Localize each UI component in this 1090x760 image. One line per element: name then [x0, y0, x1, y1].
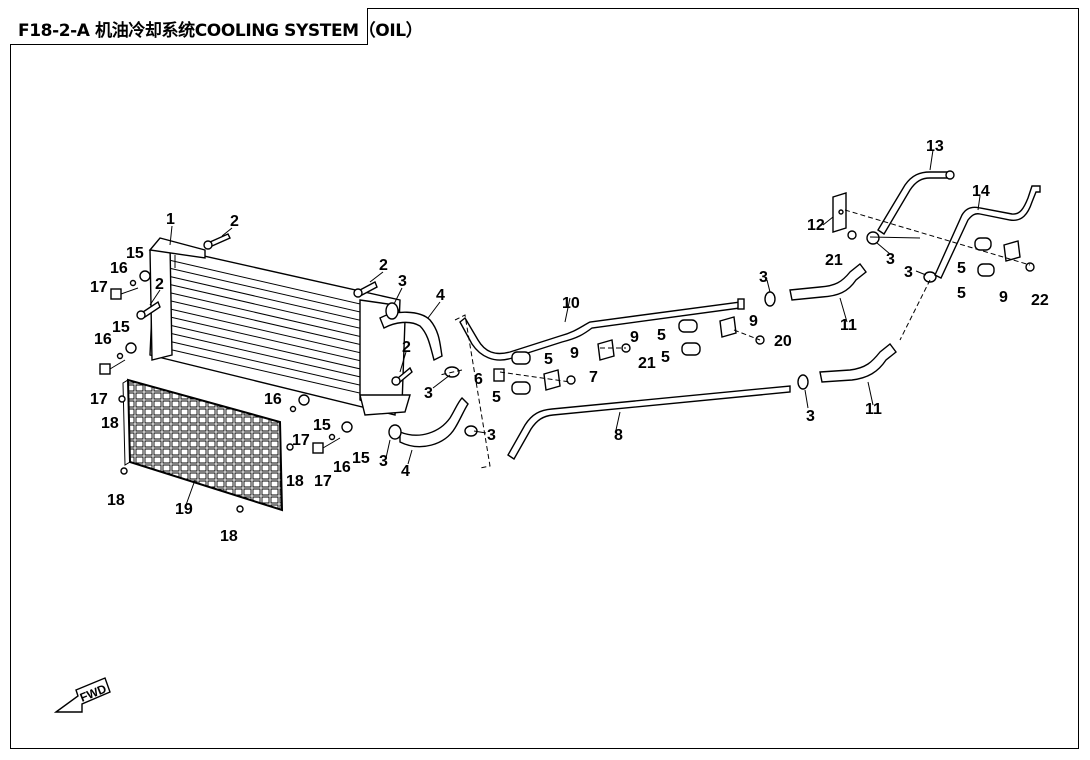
bolt-17-c [312, 437, 341, 454]
callout-2: 2 [379, 257, 388, 274]
hose-4-upper [379, 311, 443, 362]
callout-15: 15 [352, 450, 370, 467]
callout-9: 9 [999, 289, 1008, 306]
callout-13: 13 [926, 138, 944, 155]
title-block: F18-2-A 机油冷却系统COOLING SYSTEM（OIL） [10, 8, 423, 45]
washer-16-15-b [116, 342, 137, 360]
callout-3: 3 [886, 251, 895, 268]
callout-19: 19 [175, 501, 193, 518]
fwd-label: FWD [78, 681, 109, 704]
radiator-fins [154, 257, 396, 401]
callout-20: 20 [774, 333, 792, 350]
callout-5: 5 [661, 349, 670, 366]
callout-16: 16 [94, 331, 112, 348]
title-cn: 机油冷却系统 [95, 21, 195, 41]
callout-7: 7 [589, 369, 598, 386]
callout-14: 14 [972, 183, 990, 200]
washer-16-15-d [328, 421, 353, 441]
washer-16-15-a [129, 270, 151, 287]
bolt-17-a [110, 287, 139, 300]
callout-15: 15 [112, 319, 130, 336]
nut-7 [566, 375, 576, 385]
callout-2: 2 [230, 213, 239, 230]
oil-pipe-8 [507, 385, 791, 460]
callout-5: 5 [957, 260, 966, 277]
callout-5: 5 [544, 351, 553, 368]
callout-3: 3 [379, 453, 388, 470]
callout-2: 2 [155, 276, 164, 293]
callout-21: 21 [638, 355, 656, 372]
callout-18: 18 [220, 528, 238, 545]
callout-4: 4 [401, 463, 410, 480]
drawing-frame [10, 8, 1079, 749]
title-code: F18-2-A [18, 21, 90, 41]
callout-22: 22 [1031, 292, 1049, 309]
hose-11-upper [789, 263, 867, 301]
callout-6: 6 [474, 371, 483, 388]
callout-18: 18 [107, 492, 125, 509]
bolt-17-b [99, 359, 126, 375]
fitting-6 [493, 368, 505, 382]
callout-17: 17 [314, 473, 332, 490]
callout-17: 17 [292, 432, 310, 449]
callout-3: 3 [806, 408, 815, 425]
hose-4-lower [399, 397, 469, 448]
callout-4: 4 [436, 287, 445, 304]
callout-1: 1 [166, 211, 175, 228]
callout-15: 15 [126, 245, 144, 262]
callout-3: 3 [759, 269, 768, 286]
callout-15: 15 [313, 417, 331, 434]
callout-18: 18 [286, 473, 304, 490]
callout-17: 17 [90, 279, 108, 296]
callout-5: 5 [492, 389, 501, 406]
hose-11-lower [819, 343, 897, 383]
callout-21: 21 [825, 252, 843, 269]
callout-16: 16 [333, 459, 351, 476]
bracket-12 [832, 192, 847, 233]
callout-18: 18 [101, 415, 119, 432]
callout-11: 11 [840, 317, 857, 334]
oil-pipe-14 [934, 185, 1041, 279]
assembly-centerlines [439, 209, 1031, 469]
callout-16: 16 [264, 391, 282, 408]
callout-3: 3 [424, 385, 433, 402]
callout-9: 9 [749, 313, 758, 330]
nut-21-b [847, 230, 857, 240]
bolt-2-top [203, 233, 231, 250]
callout-10: 10 [562, 295, 580, 312]
oil-cooler-radiator [148, 237, 411, 416]
washer-16-15-c [289, 394, 310, 413]
clamp-3-set [385, 231, 937, 440]
callout-2: 2 [402, 339, 411, 356]
oil-pipe-13 [877, 170, 955, 235]
bolt-2-left [136, 300, 161, 320]
callout-12: 12 [807, 217, 825, 234]
callout-3: 3 [487, 427, 496, 444]
callout-5: 5 [957, 285, 966, 302]
rubber-5-set [511, 237, 995, 395]
callout-11: 11 [865, 401, 882, 418]
clip-9-set [543, 240, 1021, 391]
oil-pipe-10 [459, 298, 745, 361]
nut-22 [1025, 262, 1035, 272]
callout-8: 8 [614, 427, 623, 444]
bolt-2-right [391, 366, 413, 386]
callout-3: 3 [398, 273, 407, 290]
screw-18-set [118, 395, 294, 513]
cooler-mesh-guard [122, 378, 284, 512]
fwd-direction-marker: FWD [53, 677, 111, 713]
callout-9: 9 [630, 329, 639, 346]
page-title: F18-2-A 机油冷却系统COOLING SYSTEM（OIL） [18, 16, 423, 41]
callout-9: 9 [570, 345, 579, 362]
title-en: COOLING SYSTEM（OIL） [194, 21, 423, 41]
callout-16: 16 [110, 260, 128, 277]
callout-5: 5 [657, 327, 666, 344]
callout-17: 17 [90, 391, 108, 408]
callout-3: 3 [904, 264, 913, 281]
callout-labels: 1 2 2 2 2 3 3 3 3 3 3 3 3 3 4 4 5 5 5 5 … [90, 138, 1049, 545]
callout-leader-lines [149, 149, 981, 506]
bolt-2-mid [353, 281, 378, 298]
